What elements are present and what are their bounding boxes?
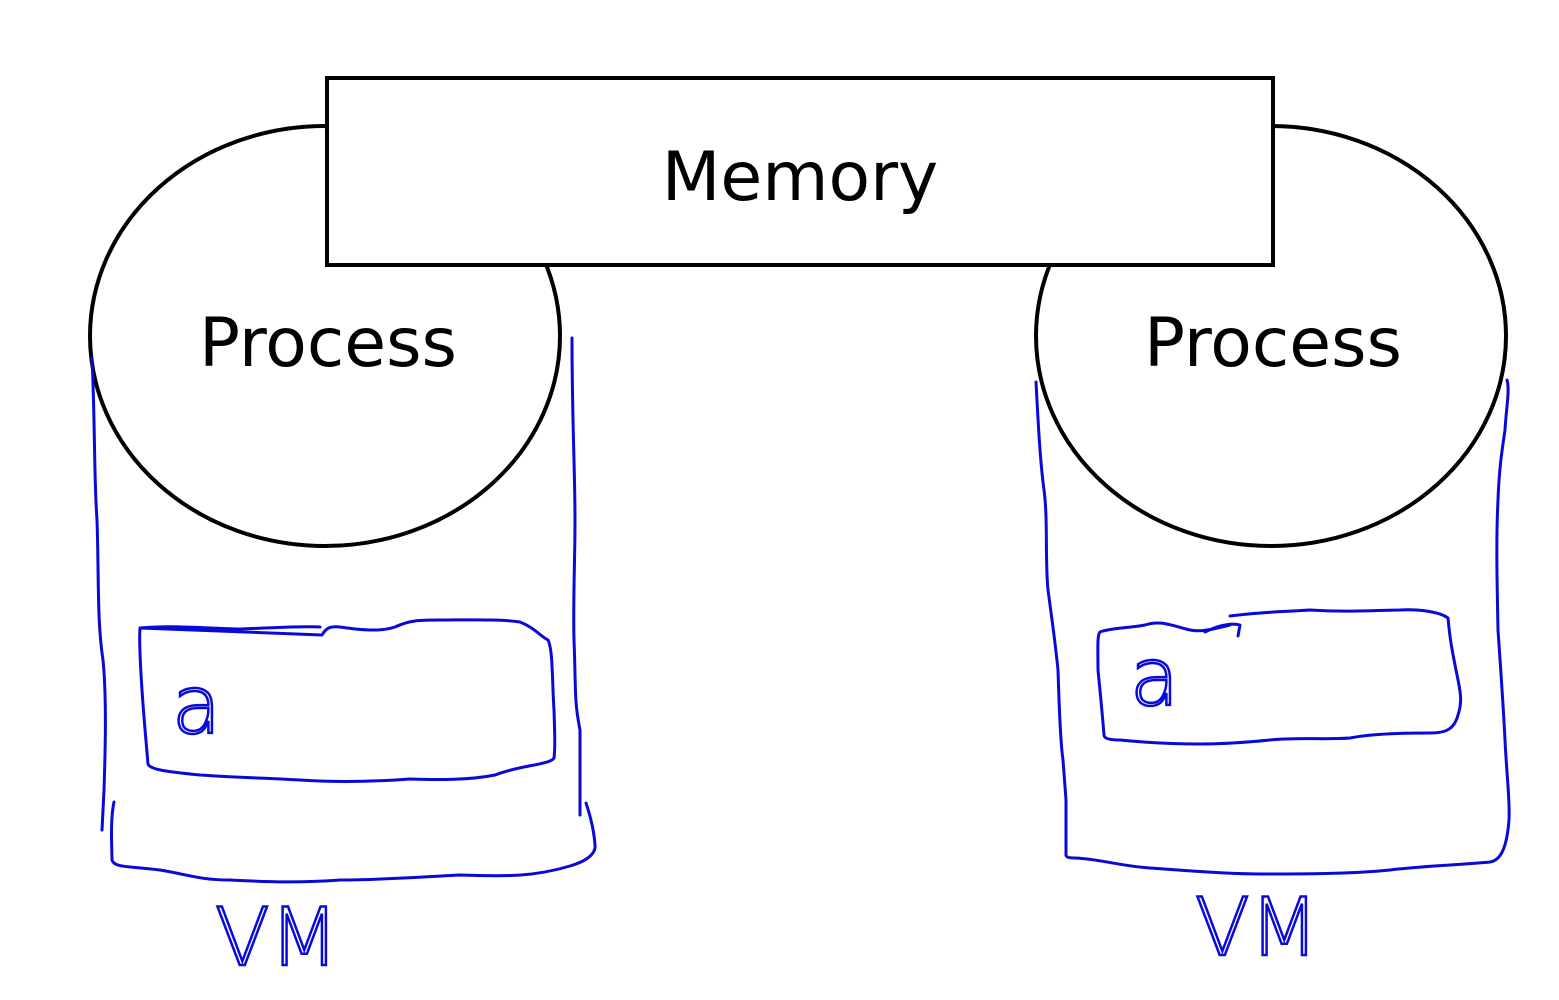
process-label-right: Process xyxy=(1144,304,1402,383)
vm-outline-left xyxy=(90,336,597,884)
process-label-left: Process xyxy=(199,304,457,383)
vm-outline-right xyxy=(1034,378,1511,876)
variable-label-right: a xyxy=(1130,631,1179,724)
variable-label-left: a xyxy=(172,659,221,752)
memory-label: Memory xyxy=(662,138,939,217)
vm-label-right: VM xyxy=(1195,881,1319,974)
vm-label-left: VM xyxy=(215,891,339,984)
memory-box xyxy=(325,76,1275,267)
